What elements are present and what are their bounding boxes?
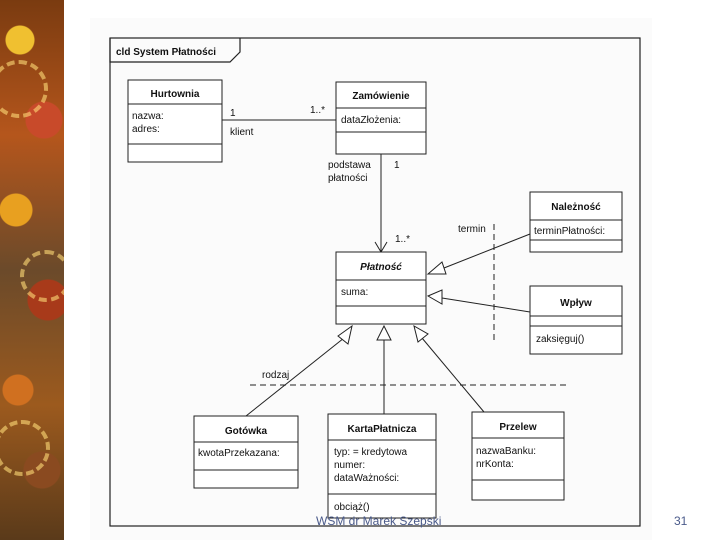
attribute: nazwaBanku: [476, 446, 536, 457]
gear-decoration [0, 420, 50, 476]
attribute: nazwa: [132, 111, 164, 122]
class-name: Płatność [360, 262, 402, 273]
operation: obciąż() [334, 502, 370, 513]
gear-decoration [0, 60, 48, 118]
class-name: Należność [551, 202, 601, 213]
attribute: numer: [334, 460, 365, 471]
generalization-arrowhead [413, 324, 429, 343]
attribute: terminPłatności: [534, 226, 605, 237]
class-zamowienie: Zamówienie dataZłożenia: [335, 81, 427, 155]
generalization-arrowhead [426, 289, 443, 305]
gear-decoration [20, 250, 64, 302]
attribute: dataZłożenia: [341, 115, 401, 126]
uml-diagram: cld System Płatności Hurtownia nazwa: ad… [90, 18, 652, 540]
class-diagram-svg: cld System Płatności Hurtownia nazwa: ad… [109, 37, 641, 527]
class-name: Wpływ [560, 298, 592, 309]
role-label: klient [230, 127, 254, 138]
multiplicity-label: 1..* [310, 105, 325, 116]
class-name: Gotówka [225, 426, 268, 437]
class-naleznosc: Należność terminPłatności: [529, 191, 623, 253]
class-name: Zamówienie [352, 91, 410, 102]
footer-author: WSM dr Marek Szepski [316, 514, 442, 528]
class-platnosc: Płatność suma: [335, 251, 427, 325]
class-name: KartaPłatnicza [348, 424, 417, 435]
generalization-line [421, 337, 485, 413]
diagram-frame [109, 37, 641, 527]
attribute: dataWażności: [334, 473, 399, 484]
frame-tab [109, 38, 241, 63]
generalization-arrowhead [426, 261, 447, 275]
generalization-line [441, 297, 531, 313]
attribute: adres: [132, 124, 160, 135]
generalization-arrowhead [376, 324, 392, 341]
generalization-line [245, 337, 345, 417]
discriminator-label: termin [458, 224, 486, 235]
class-karta: KartaPłatnicza typ: = kredytowa numer: d… [327, 413, 437, 519]
page-number: 31 [674, 514, 688, 528]
class-gotowka: Gotówka kwotaPrzekazana: [193, 415, 299, 489]
class-przelew: Przelew nazwaBanku: nrKonta: [471, 411, 565, 501]
frame-title: cld System Płatności [116, 47, 216, 58]
class-hurtownia: Hurtownia nazwa: adres: [127, 79, 223, 163]
class-name: Hurtownia [151, 89, 200, 100]
attribute: kwotaPrzekazana: [198, 448, 280, 459]
generalization-line [443, 233, 531, 269]
generalization-arrowhead [337, 324, 353, 345]
attribute: nrKonta: [476, 459, 514, 470]
attribute: suma: [341, 287, 368, 298]
operation: zaksięguj() [536, 334, 584, 345]
multiplicity-label: 1 [230, 108, 236, 119]
multiplicity-label: 1 [394, 160, 400, 171]
multiplicity-label: 1..* [395, 234, 410, 245]
discriminator-label: rodzaj [262, 370, 289, 381]
attribute: typ: = kredytowa [334, 447, 408, 458]
class-wplyw: Wpływ zaksięguj() [529, 285, 623, 355]
class-name: Przelew [499, 422, 536, 433]
decorative-sidebar [0, 0, 64, 540]
role-label-line2: płatności [328, 173, 367, 184]
role-label: podstawa [328, 160, 371, 171]
